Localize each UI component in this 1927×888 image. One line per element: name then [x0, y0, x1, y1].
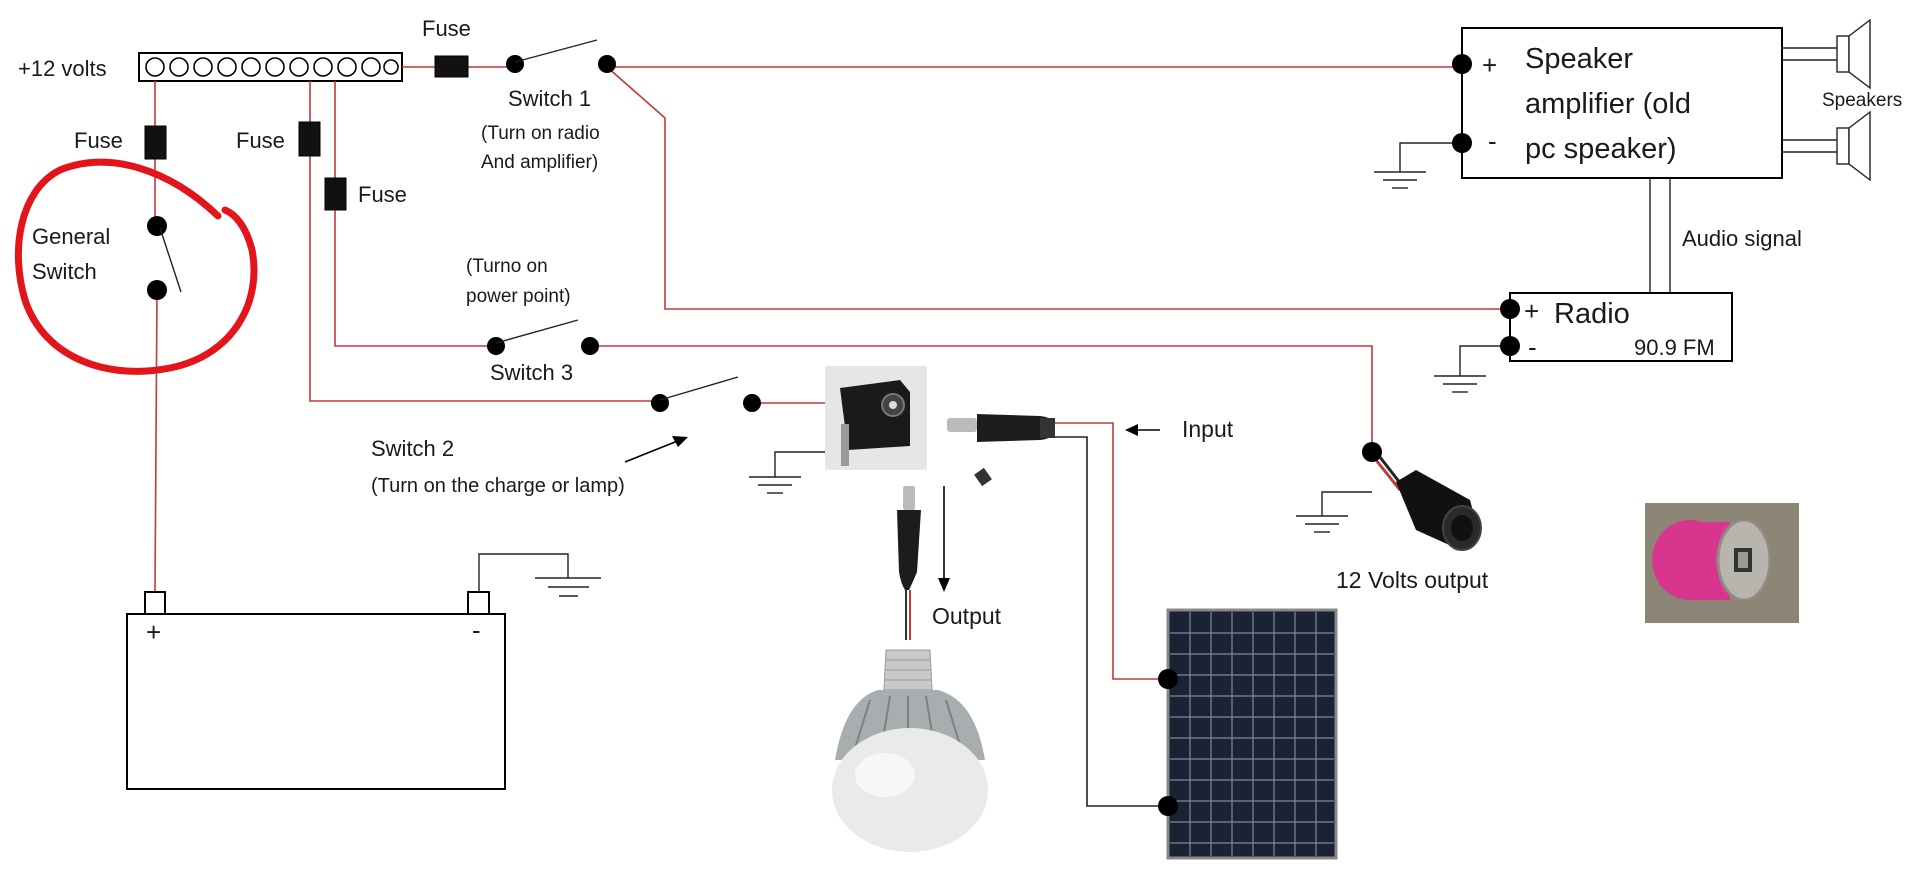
switch-3	[487, 319, 599, 355]
general-switch-label: General	[32, 224, 110, 249]
switch-2	[651, 376, 761, 412]
battery-minus-label: -	[472, 615, 481, 645]
input-plug	[947, 414, 1055, 442]
switch-1	[506, 39, 616, 73]
switch2-label: Switch 2	[371, 436, 454, 461]
fuse-top-label: Fuse	[422, 16, 471, 41]
speaker-bottom	[1782, 110, 1871, 182]
audio-signal-label: Audio signal	[1682, 226, 1802, 251]
solar-panel	[1166, 608, 1338, 860]
output-plug	[897, 486, 921, 640]
radio-box	[1509, 292, 1733, 362]
fuse-left-label: Fuse	[74, 128, 123, 153]
switch1-desc-1: (Turn on radio	[481, 123, 600, 144]
terminal-strip	[138, 52, 403, 82]
amp-minus-label: -	[1488, 126, 1497, 156]
ground-symbol-amplifier	[1374, 171, 1426, 189]
fuse-top	[434, 55, 469, 78]
ground-symbol-battery	[535, 577, 601, 597]
plus12-label: +12 volts	[18, 56, 107, 81]
amp-plus-label: +	[1482, 50, 1497, 80]
ground-symbol-socket	[1296, 515, 1348, 533]
switch2-arrow	[624, 436, 688, 463]
amp-title-3: pc speaker)	[1525, 133, 1677, 165]
speaker-amplifier	[1461, 27, 1783, 179]
negative-wiring	[478, 142, 1671, 807]
radio-plus-label: +	[1524, 296, 1539, 326]
radio-label: Radio	[1554, 298, 1630, 330]
switch2-desc: (Turn on the charge or lamp)	[371, 475, 625, 497]
switch1-desc-2: And amplifier)	[481, 152, 598, 173]
fuse-middle-label: Fuse	[236, 128, 285, 153]
twelve-volts-output-label: 12 Volts output	[1336, 567, 1489, 593]
output-arrow	[938, 486, 950, 592]
car-socket	[1370, 451, 1482, 551]
fuse-low-label: Fuse	[358, 182, 407, 207]
ground-symbol-jack	[749, 476, 801, 494]
dc-jack	[825, 366, 927, 470]
radio-frequency: 90.9 FM	[1634, 335, 1715, 360]
speakers-label: Speakers	[1822, 90, 1902, 111]
battery	[126, 591, 506, 790]
positive-wiring	[154, 66, 1510, 680]
switch3-desc-1: (Turno on	[466, 256, 548, 277]
small-fuse-component	[974, 467, 992, 487]
switch3-label: Switch 3	[490, 360, 573, 385]
general-switch-label-2: Switch	[32, 259, 97, 284]
speaker-top	[1782, 18, 1871, 90]
battery-plus-label: +	[146, 617, 161, 647]
fuse-middle	[298, 121, 321, 157]
fuse-low	[324, 177, 347, 211]
fuse-left	[144, 125, 167, 160]
amp-title-1: Speaker	[1525, 43, 1633, 75]
general-switch	[147, 216, 182, 300]
led-bulb	[832, 649, 988, 852]
switch1-label: Switch 1	[508, 86, 591, 111]
input-arrow	[1125, 424, 1160, 436]
switch3-desc-2: power point)	[466, 286, 571, 307]
amp-title-2: amplifier (old	[1525, 88, 1691, 120]
output-label: Output	[932, 603, 1002, 629]
radio-minus-label: -	[1528, 332, 1537, 362]
ground-symbol-radio	[1434, 375, 1486, 393]
usb-charger-photo	[1645, 503, 1799, 623]
annotation-circle	[14, 158, 258, 375]
input-label: Input	[1182, 416, 1234, 442]
